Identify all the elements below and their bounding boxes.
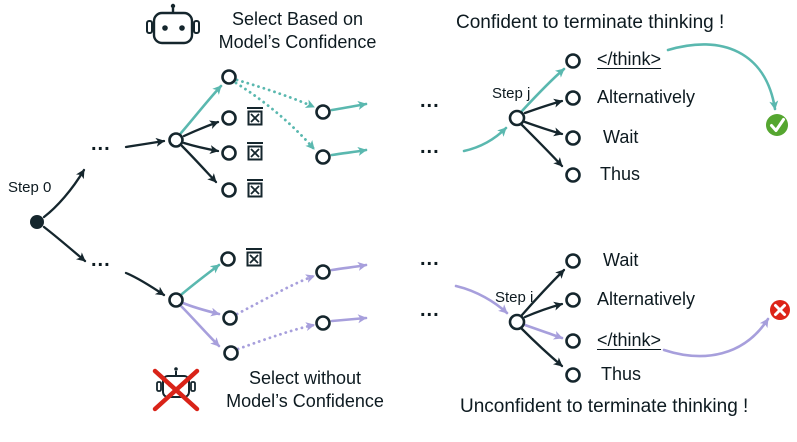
arrow	[236, 322, 316, 351]
arrow	[179, 304, 221, 348]
node	[565, 253, 581, 269]
arrow	[330, 101, 368, 112]
node	[223, 345, 239, 361]
bottom-header: Select without Model’s Confidence	[205, 367, 405, 412]
arrow	[462, 126, 508, 153]
bottom-header-line2: Model’s Confidence	[226, 390, 384, 411]
ellipsis: ...	[420, 136, 440, 158]
node	[315, 149, 331, 165]
confident-arrows	[179, 43, 779, 296]
ellipsis: ...	[420, 299, 440, 321]
ellipsis: ...	[91, 133, 111, 155]
arrow	[520, 268, 566, 317]
token-think-close: </think>	[597, 49, 662, 69]
node	[565, 333, 581, 349]
token-thus: Thus	[600, 164, 641, 184]
unconfident-arrows	[179, 262, 770, 358]
arrow	[124, 137, 166, 149]
discard-icon	[246, 248, 262, 267]
node	[221, 145, 237, 161]
node	[221, 110, 237, 126]
token-alternatively: Alternatively	[597, 87, 696, 107]
step-j-label: Step j	[492, 85, 531, 102]
node	[508, 109, 526, 127]
bottom-header-line1: Select without	[248, 368, 362, 388]
arrow	[181, 301, 221, 317]
node	[565, 292, 581, 308]
top-banner: Confident to terminate thinking !	[456, 12, 725, 33]
arrow	[330, 314, 368, 324]
arrow	[179, 84, 223, 135]
node	[168, 292, 184, 308]
node	[221, 69, 237, 85]
unconfident-dotted-arrows	[235, 274, 316, 351]
step-i-label: Step i	[495, 289, 534, 306]
ellipsis: ...	[91, 249, 111, 271]
no-confidence-robot-icon	[152, 367, 200, 412]
arrow	[330, 262, 368, 272]
root-node	[30, 215, 44, 229]
x-circle-icon	[770, 300, 790, 320]
node	[508, 313, 526, 331]
discard-icons	[246, 107, 263, 267]
arrow	[523, 323, 564, 340]
check-circle-icon	[766, 114, 788, 136]
arrow	[520, 67, 566, 113]
node	[315, 264, 331, 280]
node	[315, 104, 331, 120]
ellipsis: ...	[420, 90, 440, 112]
arrow	[182, 120, 220, 138]
arrow	[182, 141, 220, 154]
token-wait: Wait	[603, 127, 639, 147]
arrow	[42, 225, 87, 263]
node	[565, 367, 581, 383]
bottom-banner: Unconfident to terminate thinking !	[460, 396, 749, 417]
arrow	[330, 147, 368, 157]
node	[220, 251, 236, 267]
tree-nodes	[168, 53, 581, 383]
discard-icon	[247, 142, 263, 161]
arrow	[235, 78, 316, 109]
token-alternatively: Alternatively	[597, 289, 696, 309]
node	[315, 315, 331, 331]
node	[565, 90, 581, 106]
token-think-close: </think>	[597, 330, 662, 350]
arrow	[180, 144, 218, 184]
discard-icon	[247, 107, 263, 126]
arrow	[666, 43, 779, 111]
node	[565, 130, 581, 146]
node	[222, 310, 238, 326]
node	[565, 167, 581, 183]
arrow	[523, 120, 564, 137]
node	[565, 53, 581, 69]
ellipsis: ...	[420, 248, 440, 270]
top-header-line2: Model’s Confidence	[218, 31, 377, 52]
robot-icon	[146, 3, 200, 45]
arrow	[180, 263, 221, 296]
top-header: Select Based on Model’s Confidence	[200, 8, 395, 53]
token-wait: Wait	[603, 250, 639, 270]
arrow	[662, 317, 770, 358]
top-header-line1: Select Based on	[231, 9, 364, 29]
arrow	[520, 327, 564, 368]
arrow	[520, 123, 564, 168]
confident-dotted-arrows	[234, 78, 316, 151]
node	[168, 132, 184, 148]
token-thus: Thus	[601, 364, 642, 384]
arrow	[234, 81, 316, 151]
node	[221, 182, 237, 198]
arrow	[523, 98, 564, 115]
arrow	[235, 274, 316, 316]
step0-label: Step 0	[8, 179, 52, 196]
black-arrows	[42, 98, 566, 368]
arrow	[454, 284, 509, 315]
arrow	[42, 168, 86, 219]
arrow	[523, 301, 564, 319]
discard-icon	[247, 179, 263, 198]
arrow	[124, 271, 166, 297]
